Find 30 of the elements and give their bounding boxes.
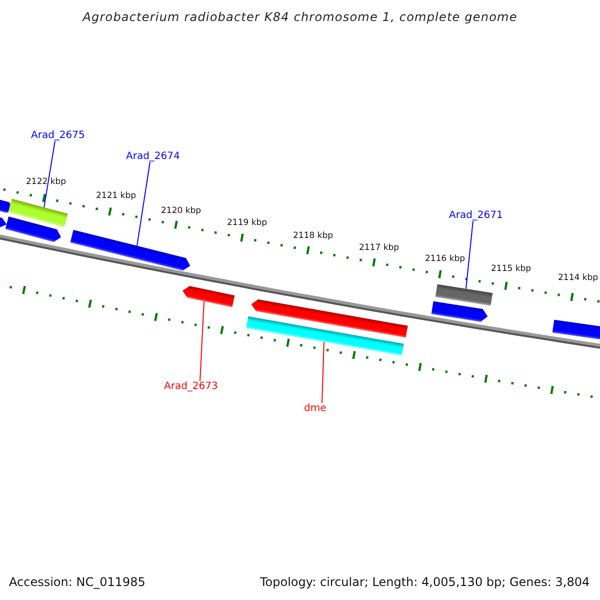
map-title: Agrobacterium radiobacter K84 chromosome 1, complete genome [81,10,518,24]
gene-feature-bar [251,299,408,338]
gene-label: Arad_2673 [164,381,218,392]
tick-label: 2122 kbp [26,177,66,187]
tick-label: 2121 kbp [96,191,136,201]
gene-feature-bar [70,230,190,271]
gene-label: dme [304,403,326,414]
tick-label: 2120 kbp [161,206,202,216]
gene-feature-bar [5,216,62,242]
gene-label: Arad_2674 [126,151,180,162]
leader-line [136,162,150,246]
tick-label: 2115 kbp [491,264,532,274]
tick-label: 2116 kbp [425,254,466,264]
tick-label: 2118 kbp [293,231,334,241]
leader-line [322,341,324,404]
gene-label: Arad_2671 [449,210,503,221]
tick-label: 2119 kbp [227,218,268,228]
leader-line [44,140,56,208]
gene-feature-bar [435,284,493,306]
tick-label: 2117 kbp [359,243,400,253]
accession-text: Accession: NC_011985 [9,575,146,589]
gene-feature-bar [182,286,235,308]
leader-line [466,220,474,290]
tick-label: 2114 kbp [558,273,598,283]
gene-feature-bar [246,316,404,356]
gene-feature-bar [431,301,488,322]
gene-label: Arad_2675 [31,130,85,141]
gene-feature-bar [552,320,600,340]
genome-stats-text: Topology: circular; Length: 4,005,130 bp; Genes: 3,804 [260,575,590,589]
leader-line [200,300,204,382]
